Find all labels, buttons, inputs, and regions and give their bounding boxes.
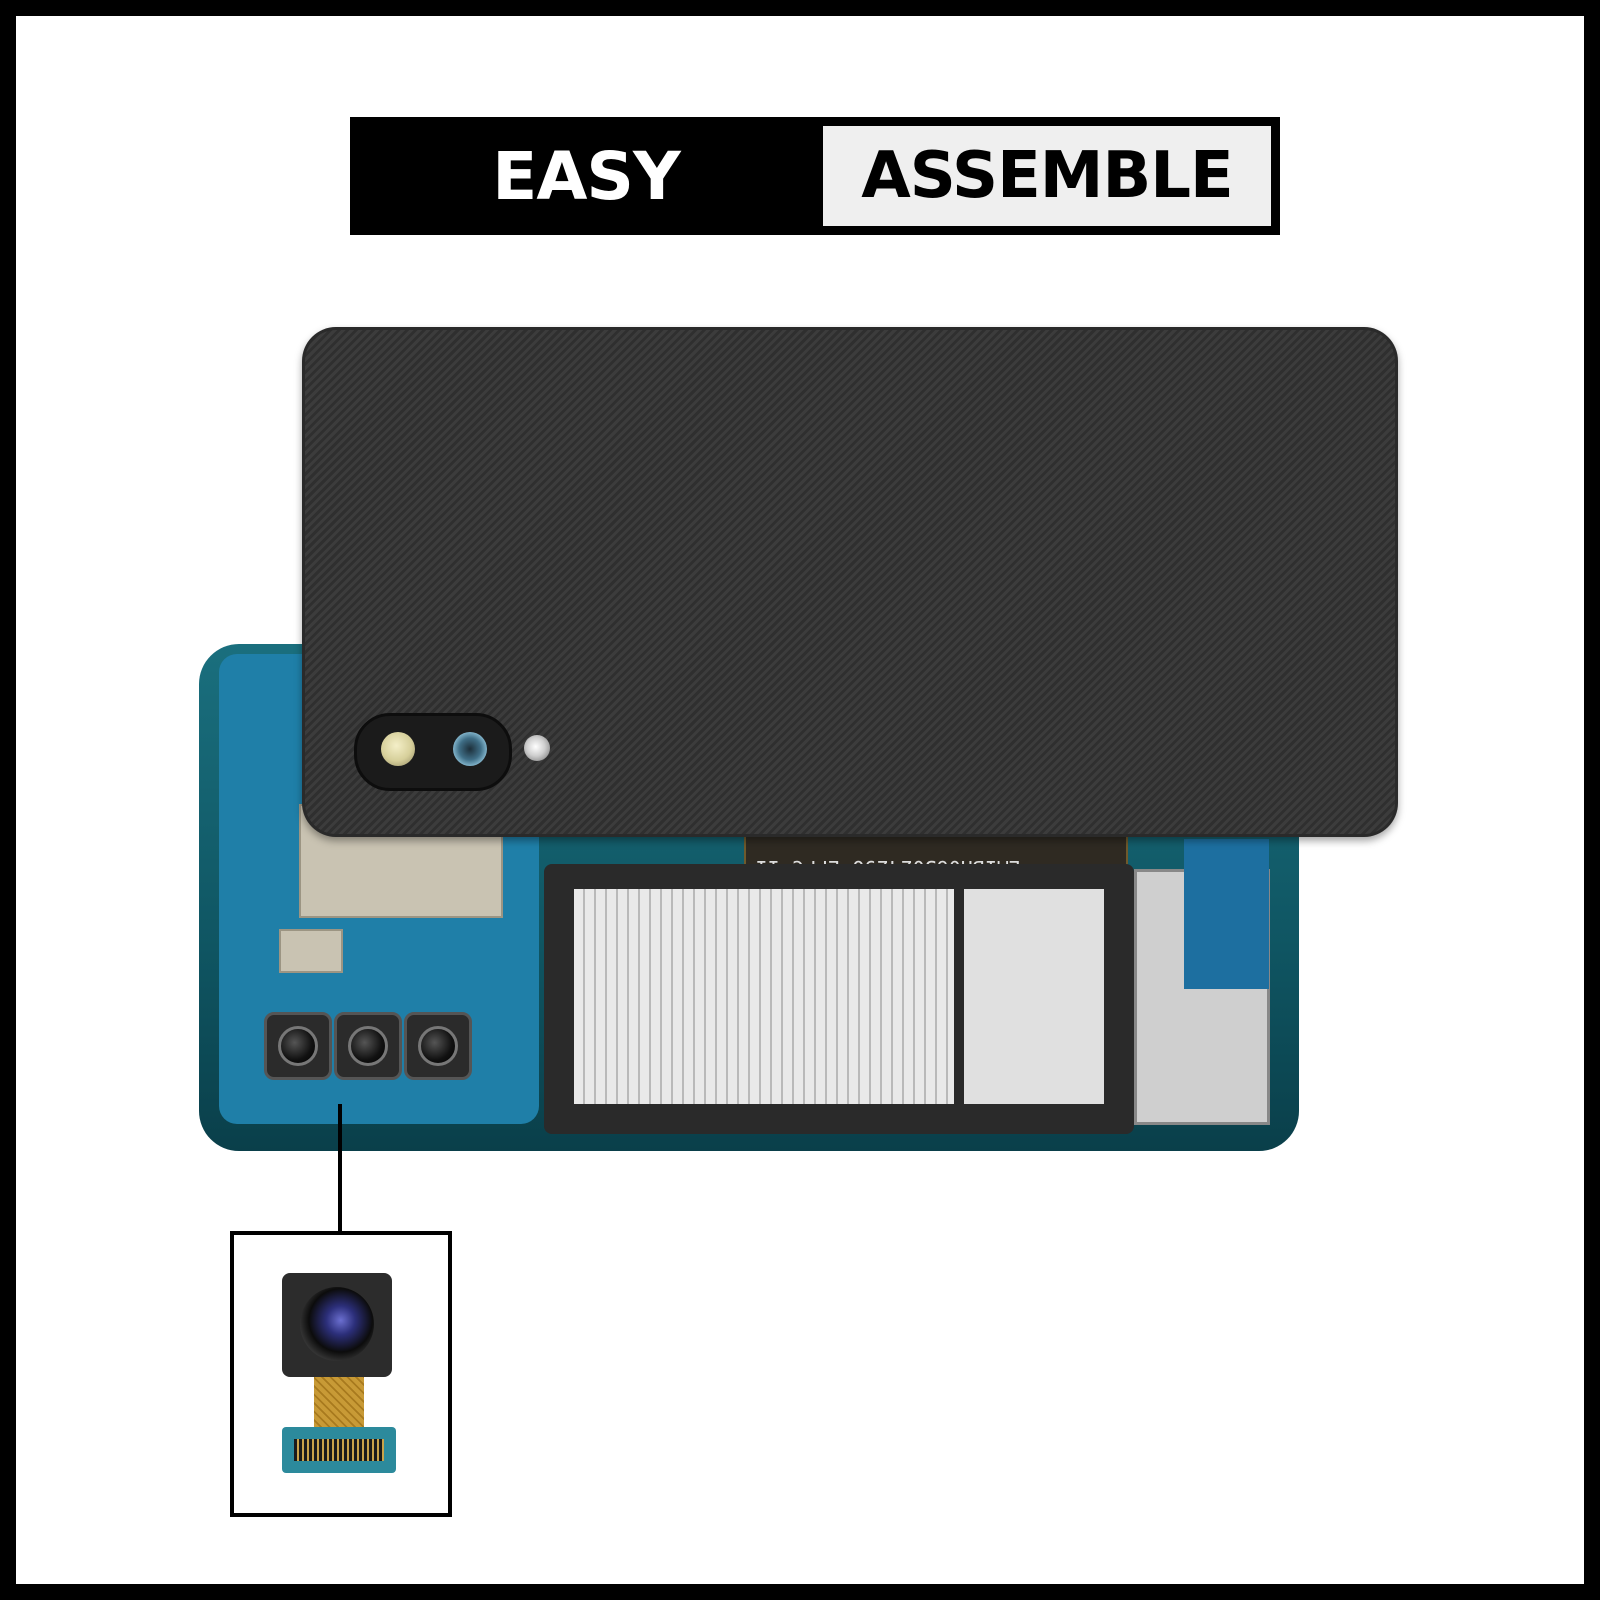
camera-module bbox=[264, 1012, 332, 1080]
battery-label bbox=[574, 889, 954, 1104]
banner-easy-label: EASY bbox=[492, 137, 681, 215]
camera-module bbox=[404, 1012, 472, 1080]
rf-shield bbox=[279, 929, 343, 973]
battery bbox=[544, 864, 1134, 1134]
connector-pins bbox=[294, 1439, 384, 1461]
callout-box bbox=[230, 1231, 452, 1517]
callout-connector-line bbox=[338, 1104, 342, 1234]
camera-flex-ribbon bbox=[314, 1377, 364, 1427]
headline-banner: EASY ASSEMBLE bbox=[350, 117, 1280, 235]
camera-lens-icon bbox=[300, 1287, 374, 1361]
rear-camera-lens-icon bbox=[381, 732, 415, 766]
camera-bump bbox=[354, 713, 512, 791]
flash-icon bbox=[524, 735, 550, 761]
product-image-canvas: EASY ASSEMBLE LMIBH06502429O-LFPC-11 bbox=[16, 16, 1584, 1584]
rear-camera-lens-icon bbox=[453, 732, 487, 766]
camera-module bbox=[334, 1012, 402, 1080]
camera-module-closeup bbox=[282, 1273, 392, 1377]
banner-assemble-label: ASSEMBLE bbox=[823, 126, 1271, 226]
battery-certification-marks bbox=[964, 889, 1104, 1104]
sub-board bbox=[1184, 839, 1269, 989]
camera-connector bbox=[282, 1427, 396, 1473]
back-cover-panel bbox=[302, 327, 1398, 837]
